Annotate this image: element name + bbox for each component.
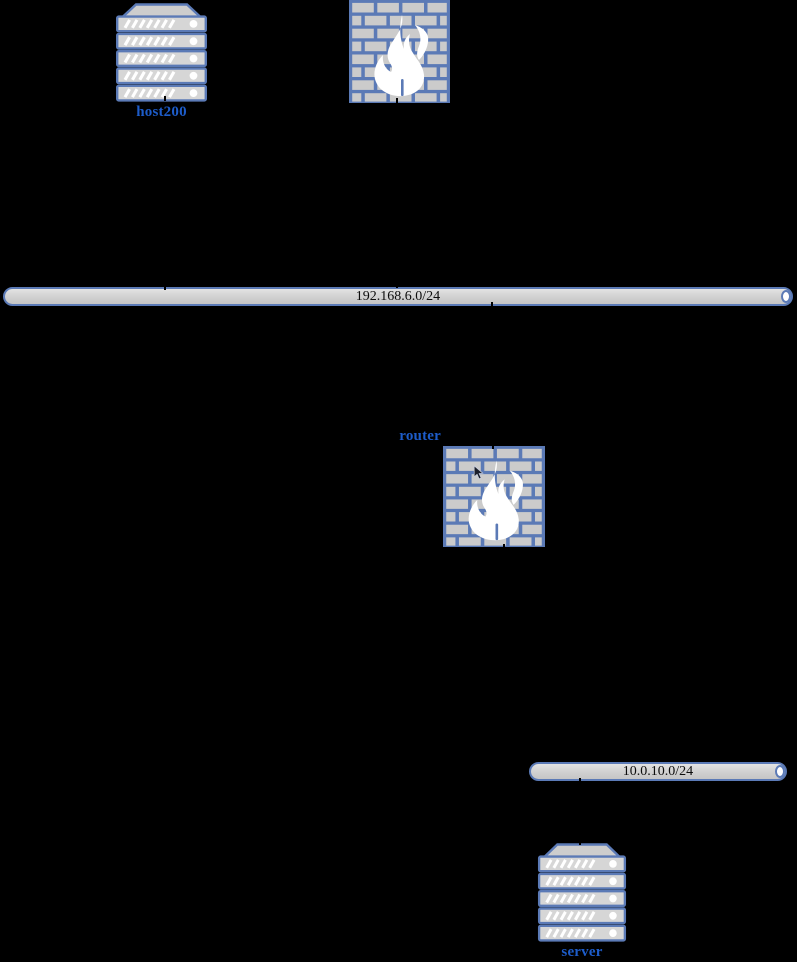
edge-stub (579, 778, 581, 784)
server-icon-host200[interactable] (115, 2, 208, 102)
edge-stub (164, 96, 166, 101)
edge-stub (396, 98, 398, 104)
network-bus-lan2[interactable]: 10.0.10.0/24 (529, 762, 787, 781)
bus-end-cap (781, 290, 791, 303)
edge-stub (579, 840, 581, 845)
bus-cidr-label-lan2: 10.0.10.0/24 (622, 763, 694, 779)
edge-stub (396, 282, 398, 288)
network-bus-lan1[interactable]: 192.168.6.0/24 (3, 287, 793, 306)
edge-stub (164, 284, 166, 290)
firewall-icon-router[interactable] (443, 446, 545, 547)
firewall-icon-edge[interactable] (349, 0, 450, 103)
bus-end-cap (775, 765, 785, 778)
node-label-router: router (399, 428, 441, 444)
edge-stub (503, 544, 505, 550)
bus-cidr-label-lan1: 192.168.6.0/24 (355, 288, 441, 304)
edge-stub (492, 443, 494, 449)
node-label-server: server (561, 944, 603, 960)
node-label-host200: host200 (136, 104, 187, 120)
server-icon-server[interactable] (537, 842, 627, 942)
edge-stub (491, 302, 493, 308)
mouse-cursor-icon (473, 465, 484, 480)
